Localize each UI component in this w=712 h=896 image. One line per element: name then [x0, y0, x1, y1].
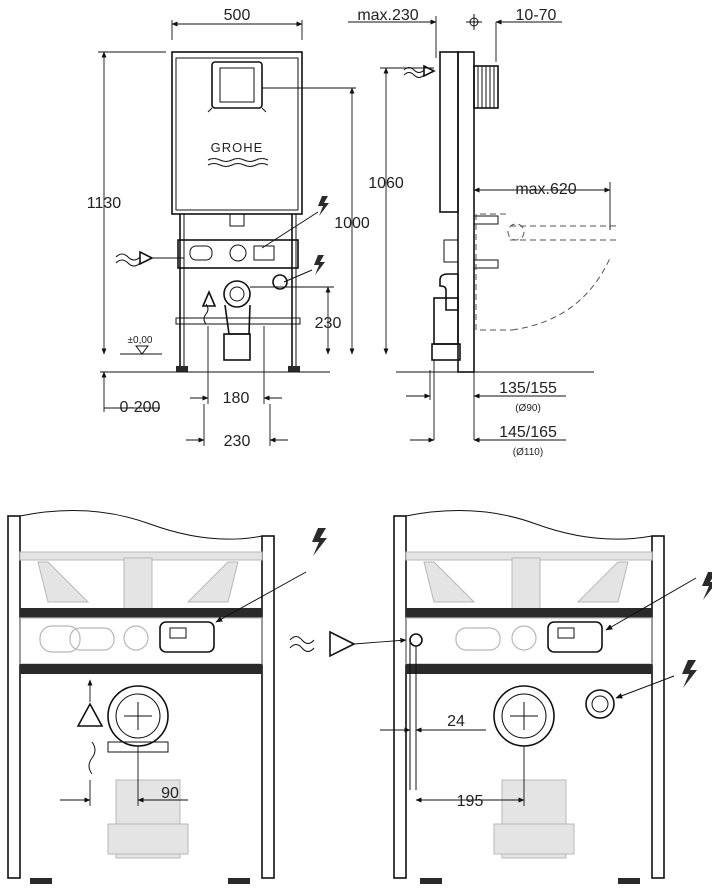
dim-max230-label: max.230	[357, 7, 418, 24]
dim-10-70-label: 10-70	[516, 7, 557, 24]
dim-height-label: 1130	[87, 195, 122, 212]
dim-offset1-label: 135/155	[499, 380, 557, 397]
dim-adjust-label: 0-200	[120, 399, 161, 416]
power-socket	[585, 689, 615, 719]
cistern-frame	[171, 51, 303, 215]
power-lightning-icon	[682, 660, 697, 688]
dim-24-label: 24	[447, 713, 465, 730]
power-lightning-icon	[702, 572, 712, 600]
power-lightning-icon	[312, 528, 327, 556]
brand-logo: GROHE	[211, 140, 264, 155]
power-socket	[272, 274, 288, 290]
dim-230-bottom-label: 230	[224, 433, 251, 450]
water-inlet-icon	[289, 630, 407, 658]
power-lightning-icon	[318, 196, 329, 216]
water-inlet-icon	[115, 250, 184, 267]
dim-pipe-height-label: 230	[315, 315, 342, 332]
dim-180-label: 180	[223, 390, 250, 407]
dim-diam1-label: (Ø90)	[515, 403, 541, 414]
zero-level-label: ±0,00	[128, 335, 153, 346]
detail-right: 24 195	[289, 510, 712, 884]
front-view: GROHE	[87, 7, 370, 450]
dim-90-label: 90	[161, 785, 179, 802]
dim-1060-label: 1060	[368, 175, 404, 192]
frame-side	[457, 51, 475, 373]
power-lightning-icon	[314, 255, 325, 275]
drain-inlet-icon	[76, 702, 104, 727]
flush-plate	[207, 61, 267, 113]
dim-inner-height-label: 1000	[334, 215, 370, 232]
dim-width-label: 500	[224, 7, 251, 24]
dim-diam2-label: (Ø110)	[513, 447, 543, 458]
detail-left: 90	[7, 510, 327, 884]
dim-offset2-label: 145/165	[499, 424, 557, 441]
side-view: max.230 10-70 1060 max.620 135/155 (Ø90)…	[348, 7, 620, 458]
mounting-rail	[177, 239, 299, 269]
drain-inlet-icon	[201, 289, 217, 325]
dim-195-label: 195	[457, 793, 484, 810]
dim-max620-label: max.620	[515, 181, 576, 198]
drain-bend	[223, 280, 251, 308]
